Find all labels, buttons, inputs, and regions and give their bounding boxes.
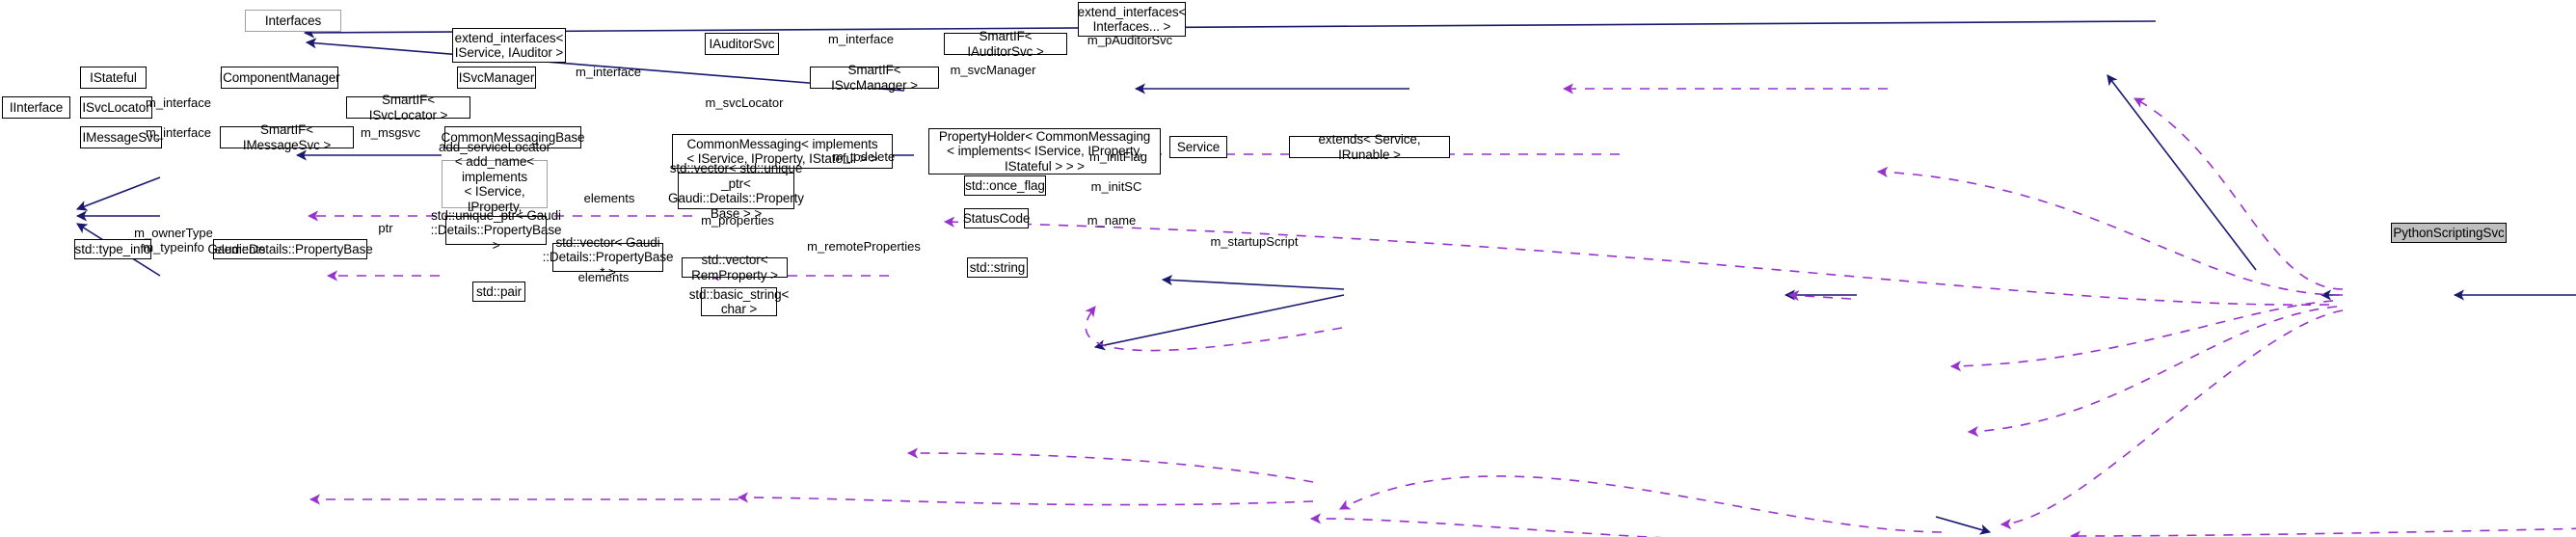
- class-node-extends_service[interactable]: extends< Service, IRunable >: [1289, 132, 1450, 162]
- class-node-icomponentmanager[interactable]: IComponentManager: [219, 67, 340, 89]
- class-node-statuscode[interactable]: StatusCode: [963, 208, 1030, 228]
- class-node-std_pair[interactable]: std::pair: [472, 282, 525, 302]
- edge-commonmessaging-to-commonmessagingbase: [1161, 274, 1345, 290]
- class-node-type_info[interactable]: std::type_info: [74, 239, 151, 259]
- edge-ptr: [906, 447, 1314, 483]
- class-node-commonmessaging[interactable]: CommonMessaging< implements < IService, …: [672, 134, 893, 169]
- edge-m-initflag: [1949, 300, 2334, 372]
- class-node-service[interactable]: Service: [1169, 136, 1227, 158]
- edge-m-properties: [1339, 475, 1943, 533]
- class-node-istateful[interactable]: IStateful: [80, 67, 147, 89]
- class-node-isvcmanager[interactable]: ISvcManager: [457, 67, 536, 89]
- usage-edges: [307, 83, 2576, 537]
- edge-m-svclocator: [943, 216, 2330, 306]
- edge-extend-iface-pack-to-interfaces: [303, 20, 2157, 39]
- edge-elements-propertybase: [737, 492, 1314, 506]
- class-node-propertyholder[interactable]: PropertyHolder< CommonMessaging < implem…: [928, 128, 1161, 175]
- class-node-smartif_isvclocator[interactable]: SmartIF< ISvcLocator >: [346, 93, 470, 122]
- class-node-std_string[interactable]: std::string: [967, 257, 1028, 278]
- edge-addsvcloc-to-commonmessaging: [1093, 294, 1345, 351]
- edge-m-initsc: [1967, 306, 2338, 438]
- edge-basicstring-to-stdstring: [1935, 516, 1992, 535]
- edge-m-remoteproperties: [1309, 513, 1663, 537]
- class-node-isvclocator[interactable]: ISvcLocator: [80, 96, 152, 119]
- class-node-once_flag[interactable]: std::once_flag: [964, 175, 1046, 196]
- edge-extend-iface-isvc-to-interfaces: [305, 38, 905, 92]
- edge-istateful-to-iinterface: [75, 176, 161, 211]
- class-node-iinterface[interactable]: IInterface: [2, 96, 70, 119]
- class-node-vector_propbase_ptr[interactable]: std::vector< Gaudi ::Details::PropertyBa…: [542, 234, 674, 280]
- class-node-add_servicelocator[interactable]: add_serviceLocator < add_name< implement…: [439, 140, 550, 229]
- class-node-extend_iface_isvc[interactable]: extend_interfaces< IService, IAuditor >: [452, 28, 566, 63]
- edge-service-to-extend-iface-pack: [2106, 74, 2257, 271]
- class-node-vector_unique_ptr[interactable]: std::vector< std::unique _ptr< Gaudi::De…: [668, 161, 804, 221]
- class-node-interfaces[interactable]: Interfaces: [245, 10, 341, 32]
- class-node-smartif_iauditorsvc[interactable]: SmartIF< IAuditorSvc >: [944, 29, 1067, 59]
- class-node-vector_remproperty[interactable]: std::vector< RemProperty >: [682, 253, 788, 282]
- inheritance-edges: [75, 20, 2576, 535]
- edge-m-pauditorsvc: [2133, 97, 2344, 290]
- class-node-iauditorsvc[interactable]: IAuditorSvc: [705, 33, 779, 55]
- class-node-smartif_imessagesvc[interactable]: SmartIF< IMessageSvc >: [220, 122, 354, 152]
- class-node-extend_iface_pack[interactable]: extend_interfaces< Interfaces... >: [1078, 2, 1186, 37]
- edge-m-svcmanager: [1876, 166, 2344, 296]
- class-node-imessagesvc[interactable]: IMessageSvc: [80, 126, 162, 148]
- class-node-pythonscriptingsvc[interactable]: PythonScriptingSvc: [2391, 223, 2507, 243]
- edge-elements-vector-unique-ptr: [1085, 306, 1343, 352]
- class-node-basic_string[interactable]: std::basic_string< char >: [688, 286, 790, 316]
- class-node-smartif_isvcmanager[interactable]: SmartIF< ISvcManager >: [810, 63, 939, 93]
- edge-m-startupscript: [2069, 527, 2576, 537]
- edge-m-name: [1999, 309, 2344, 530]
- class-node-unique_ptr_prop[interactable]: std::unique_ptr< Gaudi ::Details::Proper…: [430, 207, 562, 253]
- class-node-propertybase[interactable]: Gaudi::Details::PropertyBase: [207, 239, 373, 259]
- class-node-commonmessagingbase[interactable]: CommonMessagingBase: [442, 126, 585, 148]
